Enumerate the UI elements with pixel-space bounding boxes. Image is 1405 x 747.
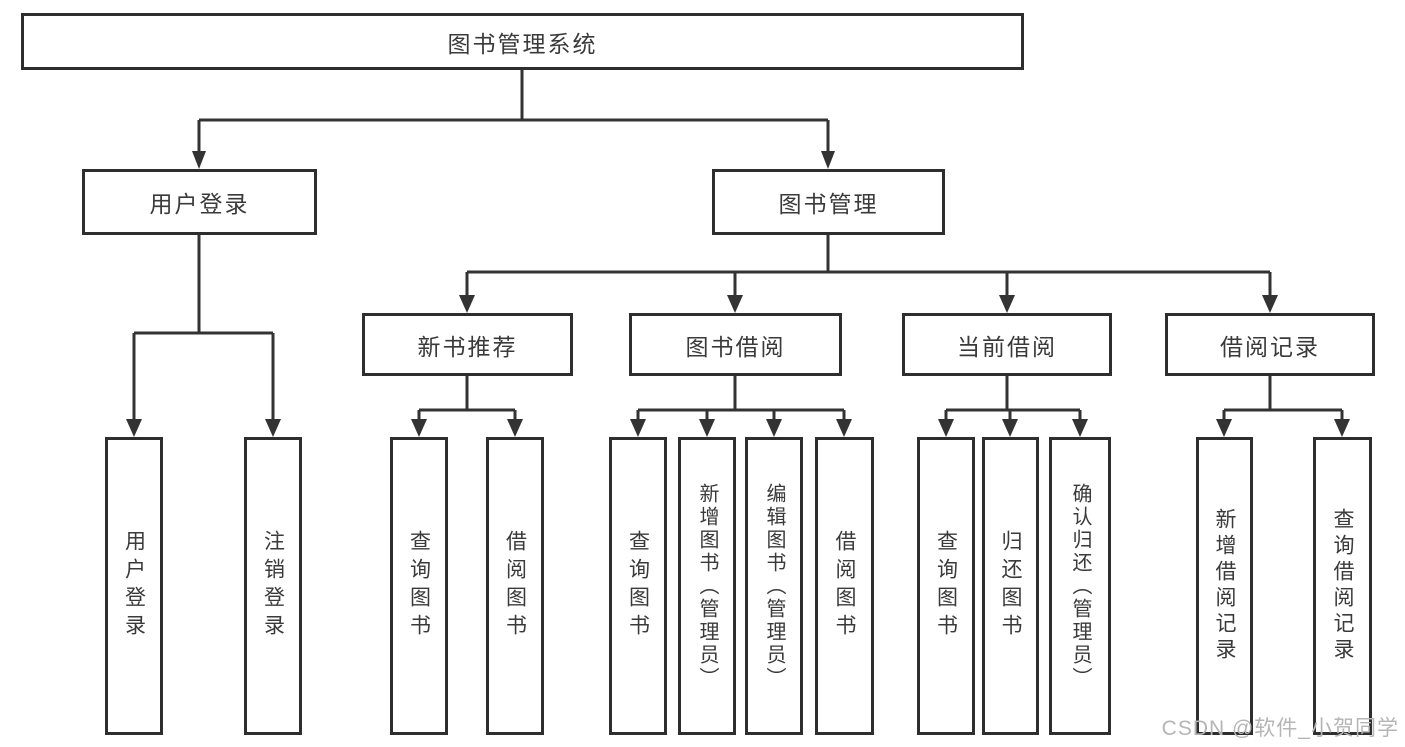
leaf-records-add-record-label: 新增借阅记录	[1213, 508, 1236, 664]
node-book-borrow-label: 图书借阅	[685, 333, 786, 360]
connector-strokes	[132, 69, 1344, 421]
leaf-logout: 注销登录	[244, 437, 302, 735]
leaf-current-return-books-label: 归还图书	[999, 530, 1022, 642]
leaf-borrow-query-books: 查询图书	[609, 437, 667, 735]
leaf-logout-label: 注销登录	[261, 530, 285, 642]
node-new-book-recommend-label: 新书推荐	[417, 333, 518, 360]
node-current-borrow: 当前借阅	[902, 313, 1112, 376]
leaf-current-return-books: 归还图书	[982, 437, 1039, 735]
leaf-current-confirm-return-admin: 确认归还（管理员）	[1049, 437, 1111, 735]
node-borrow-records: 借阅记录	[1165, 313, 1375, 376]
leaf-borrow-borrow-books-label: 借阅图书	[833, 530, 856, 642]
node-new-book-recommend: 新书推荐	[362, 313, 573, 376]
node-current-borrow-label: 当前借阅	[957, 333, 1057, 360]
leaf-records-query-record-label: 查询借阅记录	[1331, 508, 1354, 664]
arrowheads	[126, 151, 1350, 437]
node-user-login: 用户登录	[82, 169, 317, 235]
leaf-borrow-edit-book-admin-label: 编辑图书（管理员）	[763, 482, 785, 690]
leaf-borrow-add-book-admin-label: 新增图书（管理员）	[696, 482, 718, 690]
node-root-library-system: 图书管理系统	[21, 13, 1024, 70]
node-user-login-label: 用户登录	[149, 191, 250, 217]
leaf-current-query-books-label: 查询图书	[934, 530, 958, 642]
leaf-recommend-query-books-label: 查询图书	[407, 530, 431, 642]
node-book-management: 图书管理	[712, 169, 945, 235]
leaf-current-query-books: 查询图书	[917, 437, 975, 735]
leaf-records-query-record: 查询借阅记录	[1313, 437, 1372, 735]
leaf-borrow-borrow-books: 借阅图书	[815, 437, 874, 735]
leaf-records-add-record: 新增借阅记录	[1196, 437, 1253, 735]
node-root-label: 图书管理系统	[447, 30, 598, 57]
leaf-borrow-query-books-label: 查询图书	[626, 530, 650, 642]
leaf-current-confirm-return-admin-label: 确认归还（管理员）	[1069, 482, 1091, 690]
leaf-borrow-edit-book-admin: 编辑图书（管理员）	[745, 437, 803, 735]
node-book-management-label: 图书管理	[778, 191, 879, 217]
node-borrow-records-label: 借阅记录	[1220, 333, 1320, 360]
leaf-recommend-query-books: 查询图书	[390, 437, 448, 735]
leaf-borrow-add-book-admin: 新增图书（管理员）	[678, 437, 736, 735]
node-book-borrow: 图书借阅	[629, 313, 842, 376]
leaf-user-login-label: 用户登录	[122, 530, 146, 642]
leaf-recommend-borrow-books: 借阅图书	[486, 437, 544, 735]
leaf-user-login: 用户登录	[105, 437, 163, 735]
leaf-recommend-borrow-books-label: 借阅图书	[503, 530, 527, 642]
